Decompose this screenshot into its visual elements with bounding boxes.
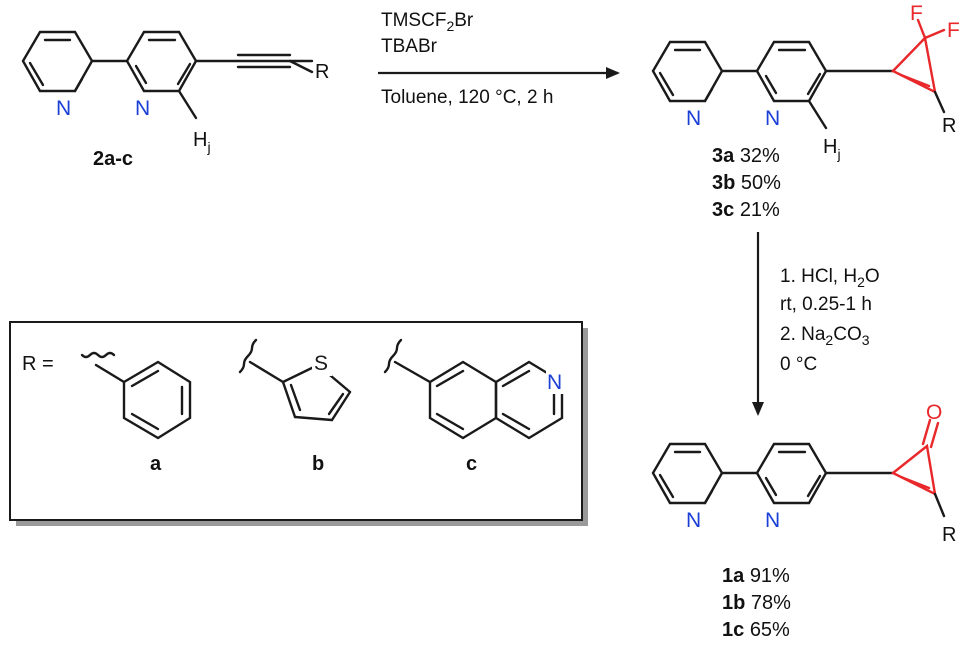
r-group-c-label: c xyxy=(466,453,477,475)
compound-1-structure: N N O R xyxy=(651,401,956,546)
yield-entry: 3a 32% xyxy=(712,145,780,167)
atom-F: F xyxy=(910,2,923,25)
yield-entry: 3c 21% xyxy=(712,199,780,221)
atom-R: R xyxy=(942,524,956,546)
atom-R: R xyxy=(942,115,956,137)
r-group-a-label: a xyxy=(150,453,162,475)
atom-N: N xyxy=(56,97,71,120)
compound-2-label: 2a-c xyxy=(93,148,133,170)
atom-H: Hj xyxy=(193,129,211,155)
r-group-c-structure xyxy=(383,338,568,440)
atom-N: N xyxy=(686,107,701,130)
atom-F: F xyxy=(947,19,960,42)
atom-N: N xyxy=(547,371,562,394)
atom-H: Hj xyxy=(823,136,841,162)
yield-entry: 1c 65% xyxy=(722,619,790,640)
yield-entry: 1b 78% xyxy=(722,592,791,614)
compound-3-yields: 3a 32% 3b 50% 3c 21% xyxy=(712,145,781,221)
compound-3-structure: N N F F R Hj xyxy=(651,2,960,162)
yield-entry: 3b 50% xyxy=(712,172,781,194)
atom-N: N xyxy=(765,107,780,130)
atom-R: R xyxy=(315,61,329,83)
reagent-tmscf2br: TMSCF2Br xyxy=(381,10,474,34)
compound-2-structure: N N R Hj xyxy=(21,30,329,155)
step-1-time: rt, 0.25-1 h xyxy=(780,294,872,315)
atom-N: N xyxy=(765,509,780,532)
step-2-temperature: 0 °C xyxy=(780,354,817,375)
r-group-b-label: b xyxy=(312,453,324,475)
step-1-reagents: 1. HCl, H2O xyxy=(780,266,880,290)
atom-S: S xyxy=(314,352,328,375)
r-group-prefix: R = xyxy=(22,353,54,375)
r-group-a-structure xyxy=(80,351,192,440)
atom-N: N xyxy=(686,509,701,532)
compound-1-yields: 1a 91% 1b 78% 1c 65% xyxy=(722,565,791,641)
r-group-b-structure xyxy=(238,338,352,422)
atom-N: N xyxy=(135,97,150,120)
r-group-box: R = a S b xyxy=(9,321,588,526)
reaction-1-conditions: Toluene, 120 °C, 2 h xyxy=(381,87,553,108)
atom-O: O xyxy=(926,401,942,424)
yield-entry: 1a 91% xyxy=(722,565,790,587)
step-2-reagents: 2. Na2CO3 xyxy=(780,324,870,348)
reagent-tbabr: TBABr xyxy=(381,36,438,57)
